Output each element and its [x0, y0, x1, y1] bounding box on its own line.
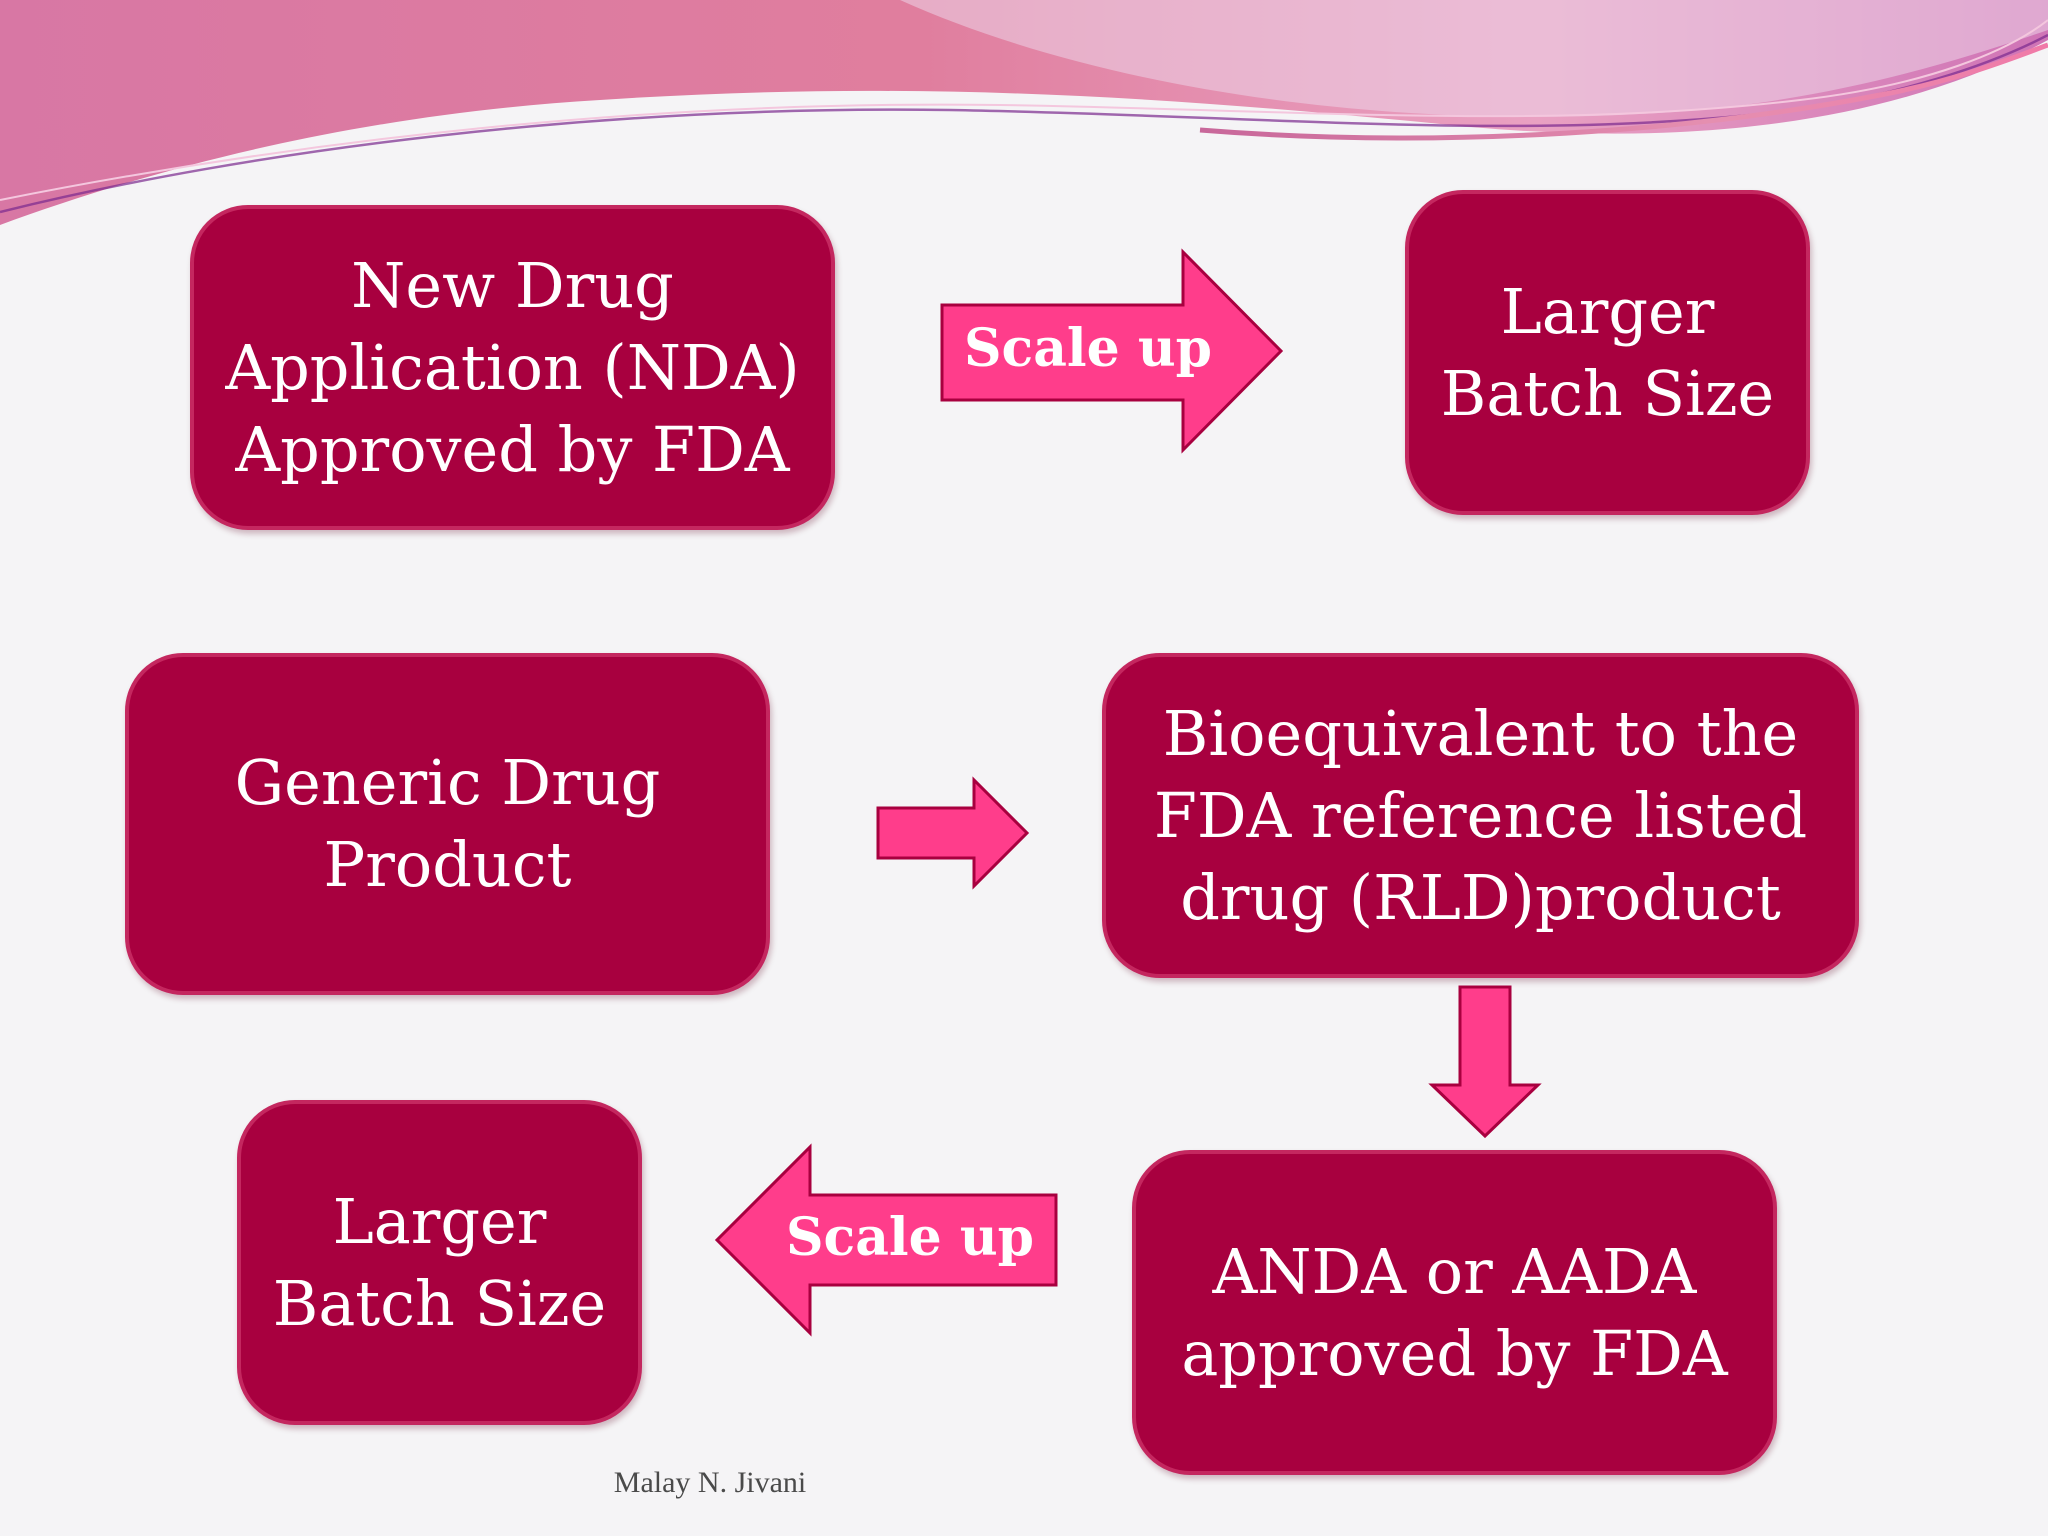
anda-box: ANDA or AADA approved by FDA: [1132, 1150, 1777, 1475]
bioequivalent-text: Bioequivalent to the FDA reference liste…: [1153, 696, 1808, 934]
anda-text: ANDA or AADA approved by FDA: [1181, 1234, 1728, 1390]
scale-up-arrow-right: [940, 248, 1284, 454]
nda-box-text: New Drug Application (NDA) Approved by F…: [225, 248, 800, 486]
author-footer: Malay N. Jivani: [613, 1466, 807, 1499]
header-wave-decoration: [0, 0, 2048, 225]
larger-batch-size-box-bottom: Larger Batch Size: [237, 1100, 642, 1425]
larger-batch-size-text-top: Larger Batch Size: [1440, 274, 1775, 430]
bioequivalent-box: Bioequivalent to the FDA reference liste…: [1102, 653, 1859, 978]
scale-up-label-top: Scale up: [963, 318, 1212, 379]
arrow-down: [1428, 985, 1542, 1139]
larger-batch-size-box-top: Larger Batch Size: [1405, 190, 1810, 515]
larger-batch-size-text-bottom: Larger Batch Size: [272, 1184, 607, 1340]
generic-drug-box: Generic Drug Product: [125, 653, 770, 995]
scale-up-label-bottom: Scale up: [785, 1207, 1034, 1268]
nda-box: New Drug Application (NDA) Approved by F…: [190, 205, 835, 530]
generic-drug-text: Generic Drug Product: [234, 746, 661, 901]
arrow-right-small: [876, 776, 1030, 890]
scale-up-arrow-left: [714, 1143, 1058, 1337]
